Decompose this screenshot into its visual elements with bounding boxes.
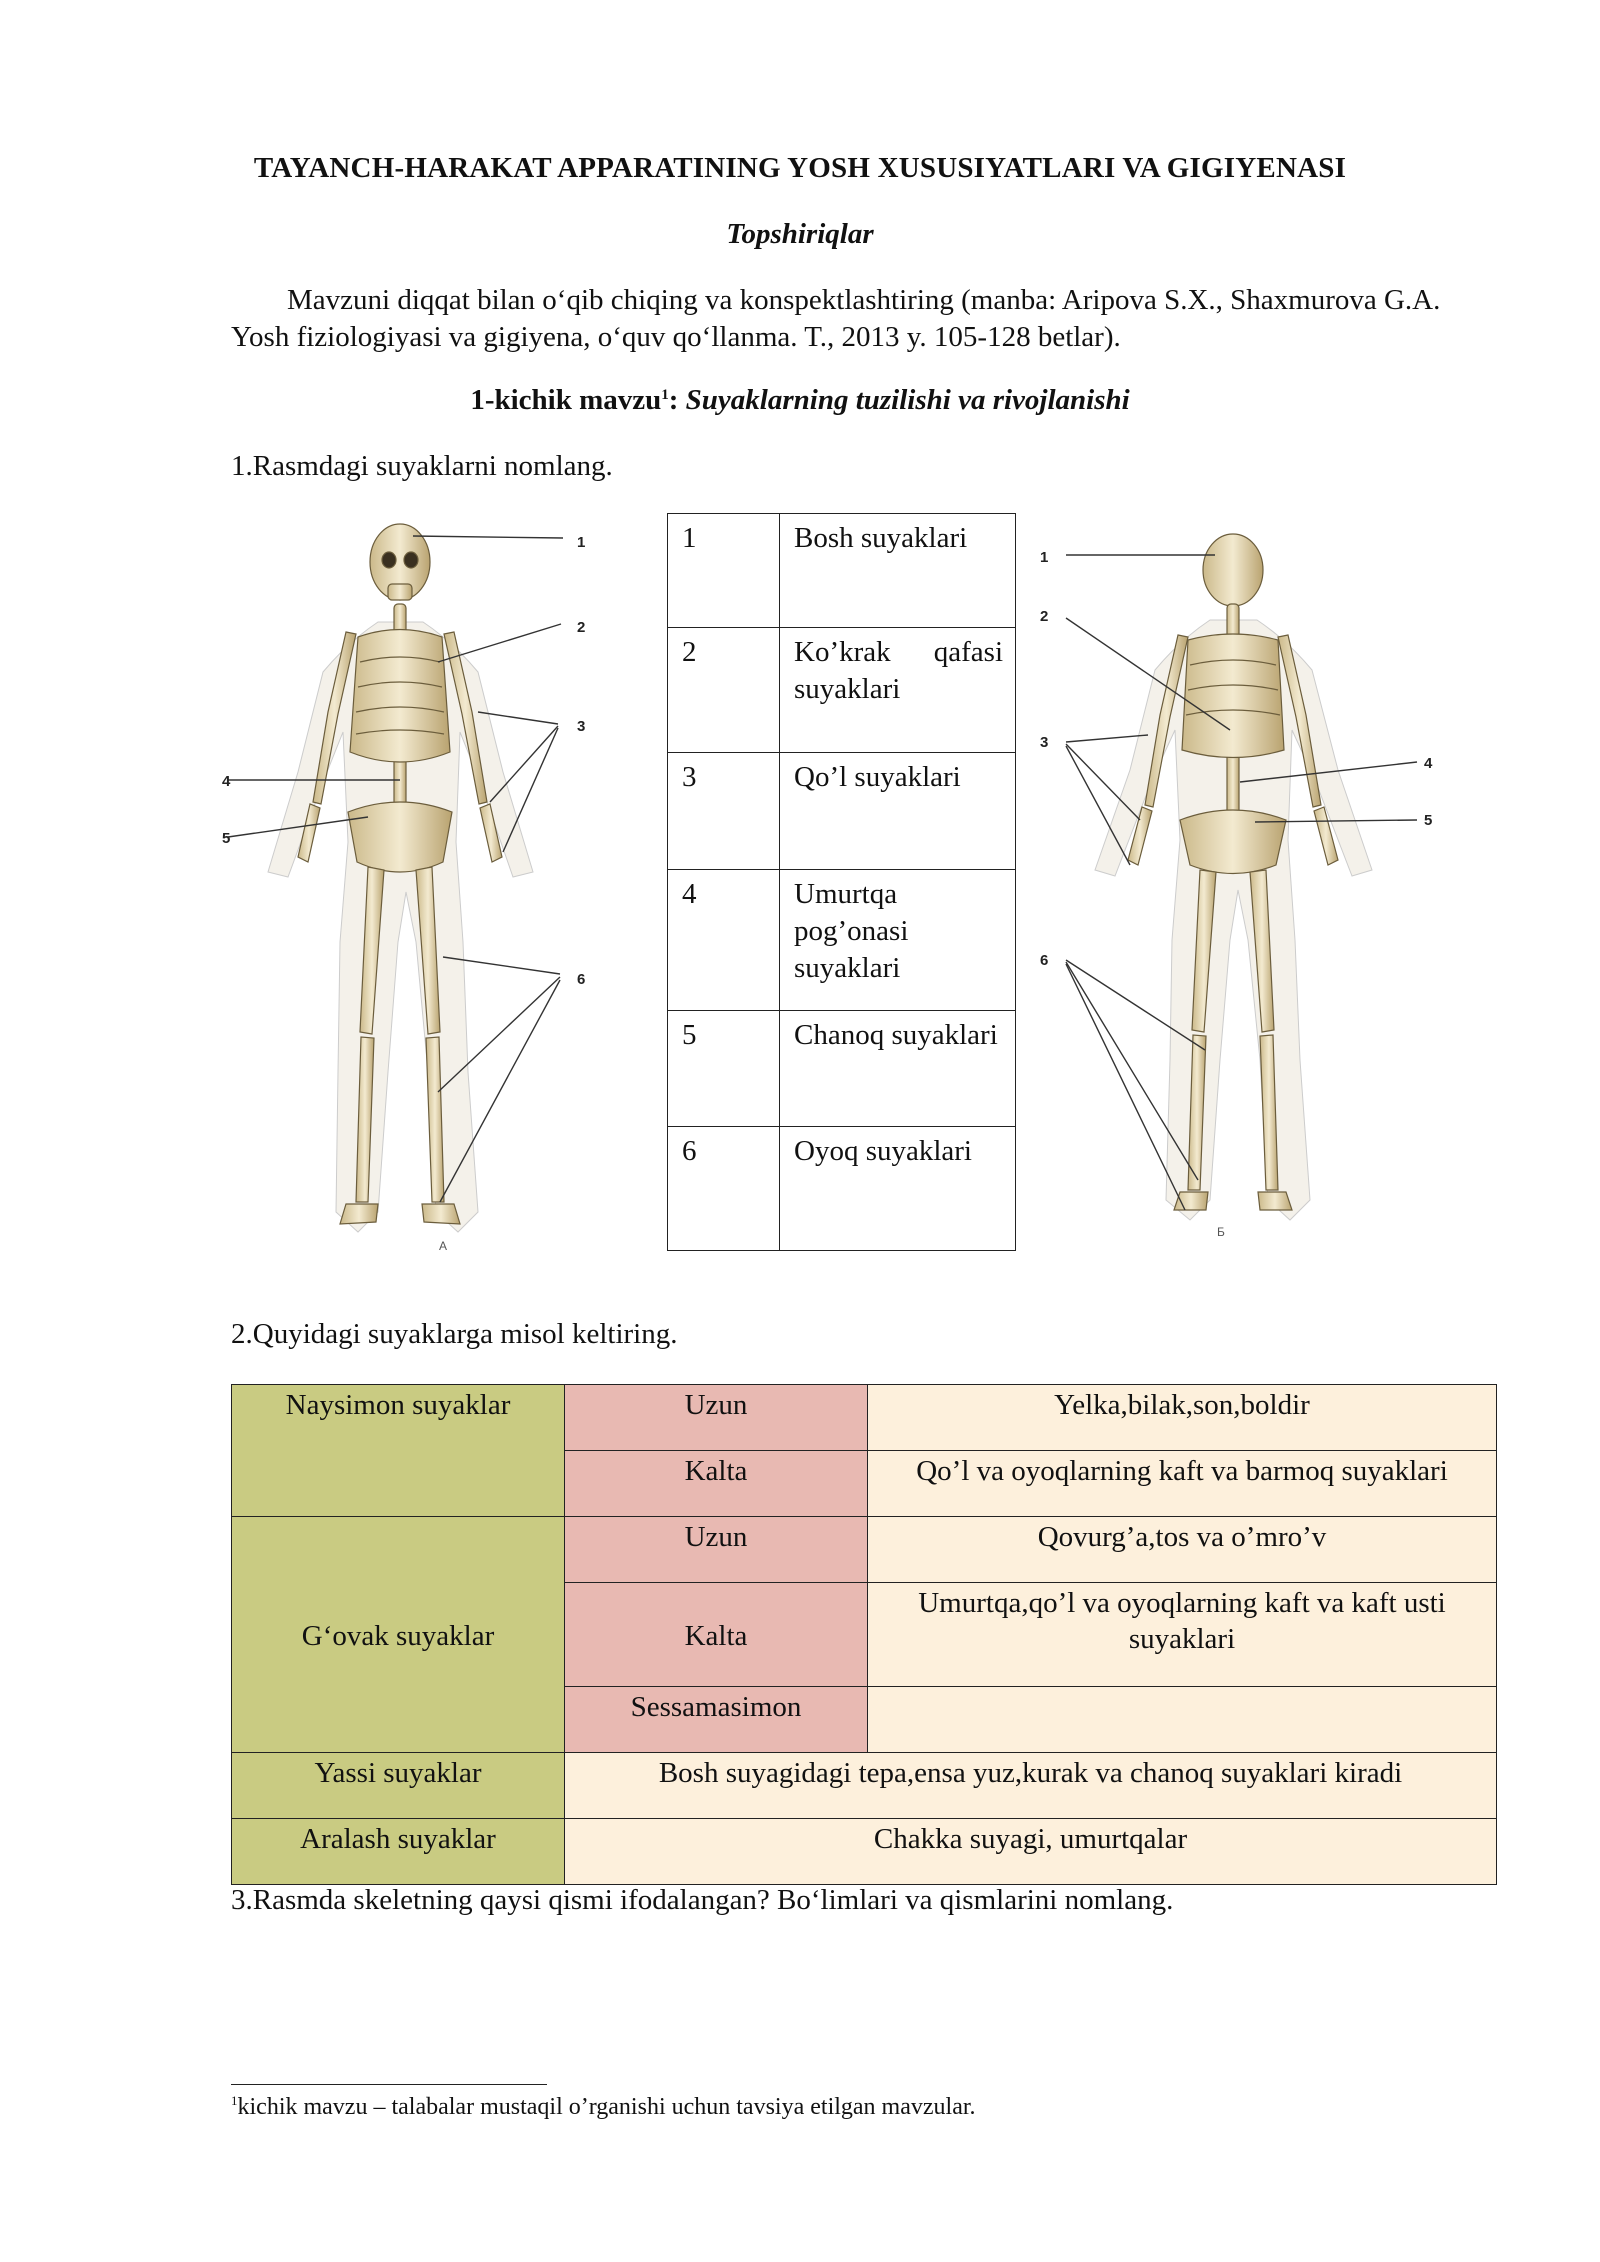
subtopic-colon: : [668, 384, 679, 416]
skeleton-front-label-5: 5 [222, 830, 230, 847]
skeleton-front-body [267, 523, 534, 1233]
skeleton-front-leader-lines [227, 535, 564, 1203]
skeleton-back-letter: Б [1217, 1225, 1225, 1239]
subtype-cell: Uzun [564, 1516, 868, 1583]
table-row: Aralash suyaklar Chakka suyagi, umurtqal… [231, 1818, 1497, 1885]
intro-paragraph: Mavzuni diqqat bilan o‘qib chiqing va ko… [231, 284, 1441, 353]
bone-number: 2 [667, 627, 780, 753]
footnote-text: kichik mavzu – talabalar mustaqil o’rgan… [237, 2094, 976, 2120]
bone-names-table: 1 Bosh suyaklari 2 Ko’krak qafasi suyakl… [667, 513, 1016, 1251]
subtype-cell: Kalta [564, 1450, 868, 1517]
bone-name: Oyoq suyaklari [779, 1126, 1016, 1251]
category-cell: Aralash suyaklar [231, 1818, 565, 1885]
skeleton-back-body [1094, 533, 1373, 1221]
skeleton-front-label-6: 6 [577, 971, 585, 988]
skeleton-back-label-2: 2 [1040, 608, 1048, 625]
subtype-cell: Kalta [564, 1582, 868, 1687]
subtype-cell: Uzun [564, 1384, 868, 1451]
example-cell: Bosh suyagidagi tepa,ensa yuz,kurak va c… [564, 1752, 1497, 1819]
bone-name: Umurtqa pog’onasi suyaklari [779, 869, 1016, 1011]
bone-name: Ko’krak qafasi suyaklari [779, 627, 1016, 753]
category-cell: Naysimon suyaklar [231, 1384, 565, 1517]
task-3: 3.Rasmda skeletning qaysi qismi ifodalan… [231, 1884, 1174, 1916]
example-cell: Chakka suyagi, umurtqalar [564, 1818, 1497, 1885]
category-cell: Yassi suyaklar [231, 1752, 565, 1819]
skeleton-back-label-3: 3 [1040, 734, 1048, 751]
table-row: 1 Bosh suyaklari [667, 513, 1016, 628]
subtype-cell: Sessamasimon [564, 1686, 868, 1753]
example-cell: Qo’l va oyoqlarning kaft va barmoq suyak… [867, 1450, 1497, 1517]
skeleton-back-label-5: 5 [1424, 812, 1432, 829]
example-cell: Umurtqa,qo’l va oyoqlarning kaft va kaft… [867, 1582, 1497, 1687]
bone-number: 1 [667, 513, 780, 628]
skeleton-back-illustration: 1 2 3 4 5 6 Б [1040, 533, 1433, 1239]
subtopic-heading: 1-kichik mavzu1: Suyaklarning tuzilishi … [0, 384, 1600, 417]
bone-number: 3 [667, 752, 780, 870]
table-row: G‘ovak suyaklar Uzun Qovurg’a,tos va o’m… [231, 1516, 1497, 1753]
table-row: Kalta Umurtqa,qo’l va oyoqlarning kaft v… [232, 1582, 1497, 1687]
category-cell: G‘ovak suyaklar [231, 1516, 565, 1753]
footnote: 1kichik mavzu – talabalar mustaqil o’rga… [231, 2093, 976, 2121]
table-row: Yassi suyaklar Bosh suyagidagi tepa,ensa… [231, 1752, 1497, 1819]
table-row: Naysimon suyaklar Uzun Yelka,bilak,son,b… [231, 1384, 1497, 1517]
skeleton-front-label-3: 3 [577, 718, 585, 735]
task-1: 1.Rasmdagi suyaklarni nomlang. [231, 450, 613, 482]
table-row: 4 Umurtqa pog’onasi suyaklari [667, 869, 1016, 1011]
task-2: 2.Quyidagi suyaklarga misol keltiring. [231, 1318, 678, 1350]
table-row: Kalta Qo’l va oyoqlarning kaft va barmoq… [232, 1450, 1497, 1517]
skeleton-front-letter: А [439, 1239, 447, 1253]
skeleton-back-label-6: 6 [1040, 952, 1048, 969]
footnote-mark: 1 [231, 2093, 238, 2108]
bone-number: 4 [667, 869, 780, 1011]
bone-name: Qo’l suyaklari [779, 752, 1016, 870]
skeleton-front-illustration: 1 2 3 4 5 6 А [222, 523, 585, 1253]
footnote-ref[interactable]: 1 [661, 387, 669, 403]
bone-name: Bosh suyaklari [779, 513, 1016, 628]
skeleton-front-label-2: 2 [577, 619, 585, 636]
bone-number: 6 [667, 1126, 780, 1251]
skeleton-front-label-1: 1 [577, 534, 585, 551]
example-cell [867, 1686, 1497, 1753]
section-subtitle: Topshiriqlar [726, 218, 874, 250]
skeleton-back-leader-lines [1065, 554, 1418, 1211]
skeleton-back-label-1: 1 [1040, 549, 1048, 566]
page-title: TAYANCH-HARAKAT APPARATINING YOSH XUSUSI… [253, 152, 1347, 184]
skeleton-front-label-4: 4 [222, 773, 231, 790]
footnote-divider [231, 2084, 547, 2085]
example-cell: Qovurg’a,tos va o’mro’v [867, 1516, 1497, 1583]
bone-number: 5 [667, 1010, 780, 1127]
bone-classification-table: Naysimon suyaklar Uzun Yelka,bilak,son,b… [231, 1384, 1497, 1885]
table-row: 5 Chanoq suyaklari [667, 1010, 1016, 1127]
table-row: 2 Ko’krak qafasi suyaklari [667, 627, 1016, 753]
example-cell: Yelka,bilak,son,boldir [867, 1384, 1497, 1451]
subtopic-name: Suyaklarning tuzilishi va rivojlanishi [685, 384, 1130, 416]
subtopic-prefix: 1-kichik mavzu [470, 384, 662, 416]
bone-name: Chanoq suyaklari [779, 1010, 1016, 1127]
table-row: 3 Qo’l suyaklari [667, 752, 1016, 870]
skeleton-back-label-4: 4 [1424, 755, 1433, 772]
table-row: 6 Oyoq suyaklari [667, 1126, 1016, 1251]
